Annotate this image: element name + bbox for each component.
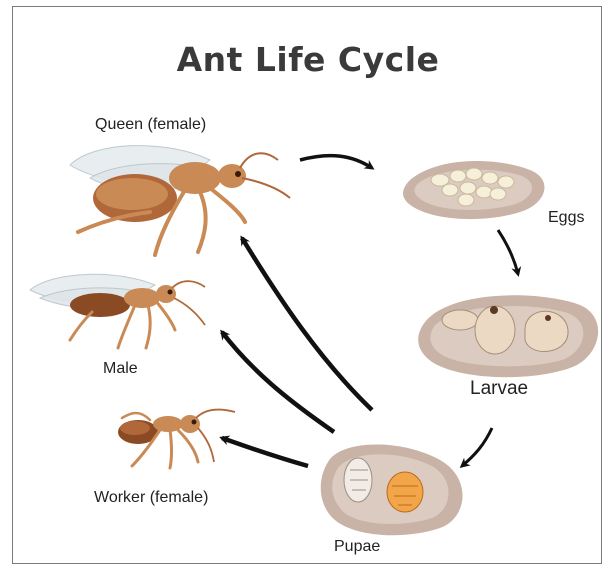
label-worker: Worker (female) [94, 489, 208, 507]
eggs-illustration [403, 161, 544, 219]
label-eggs: Eggs [548, 209, 584, 227]
label-queen: Queen (female) [95, 116, 206, 134]
queen-ant-illustration [70, 146, 290, 255]
pupae-illustration [321, 444, 463, 535]
larvae-illustration [418, 295, 598, 377]
label-pupae: Pupae [334, 538, 380, 556]
worker-ant-illustration [118, 410, 235, 468]
arrow-eggs-to-larvae [498, 230, 518, 274]
arrow-pupae-to-worker [222, 438, 308, 466]
label-larvae: Larvae [470, 378, 528, 400]
label-male: Male [103, 360, 138, 378]
male-ant-illustration [30, 274, 205, 348]
arrow-larvae-to-pupae [462, 428, 492, 466]
arrow-pupae-to-queen [242, 238, 372, 410]
arrow-queen-to-eggs [300, 156, 372, 168]
